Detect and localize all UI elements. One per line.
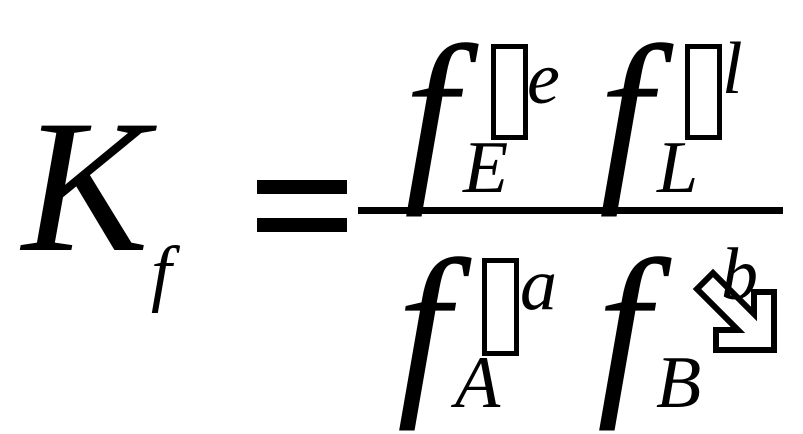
denominator-f2: f: [597, 222, 650, 432]
numerator-exponent-1: e: [527, 38, 560, 120]
denominator-exponent-1: a: [520, 244, 557, 326]
arrow-down-right-icon: [692, 268, 777, 353]
numerator-placeholder-1: [491, 44, 528, 140]
denominator-placeholder-1: [482, 258, 519, 356]
denominator-f1: f: [397, 222, 450, 432]
denominator-subscript-1: A: [455, 342, 501, 424]
denominator-subscript-2: B: [656, 342, 702, 424]
fraction-bar: [358, 207, 783, 214]
equals-bottom-line: [257, 218, 347, 232]
equals-top-line: [257, 180, 347, 194]
k-subscript: f: [151, 232, 172, 314]
numerator-subscript-2: L: [657, 127, 699, 209]
numerator-f2: f: [599, 8, 652, 218]
numerator-f1: f: [404, 8, 457, 218]
numerator-subscript-1: E: [463, 127, 509, 209]
k-symbol: K: [22, 82, 149, 292]
numerator-exponent-2: l: [722, 28, 743, 110]
numerator-placeholder-2: [685, 44, 722, 140]
